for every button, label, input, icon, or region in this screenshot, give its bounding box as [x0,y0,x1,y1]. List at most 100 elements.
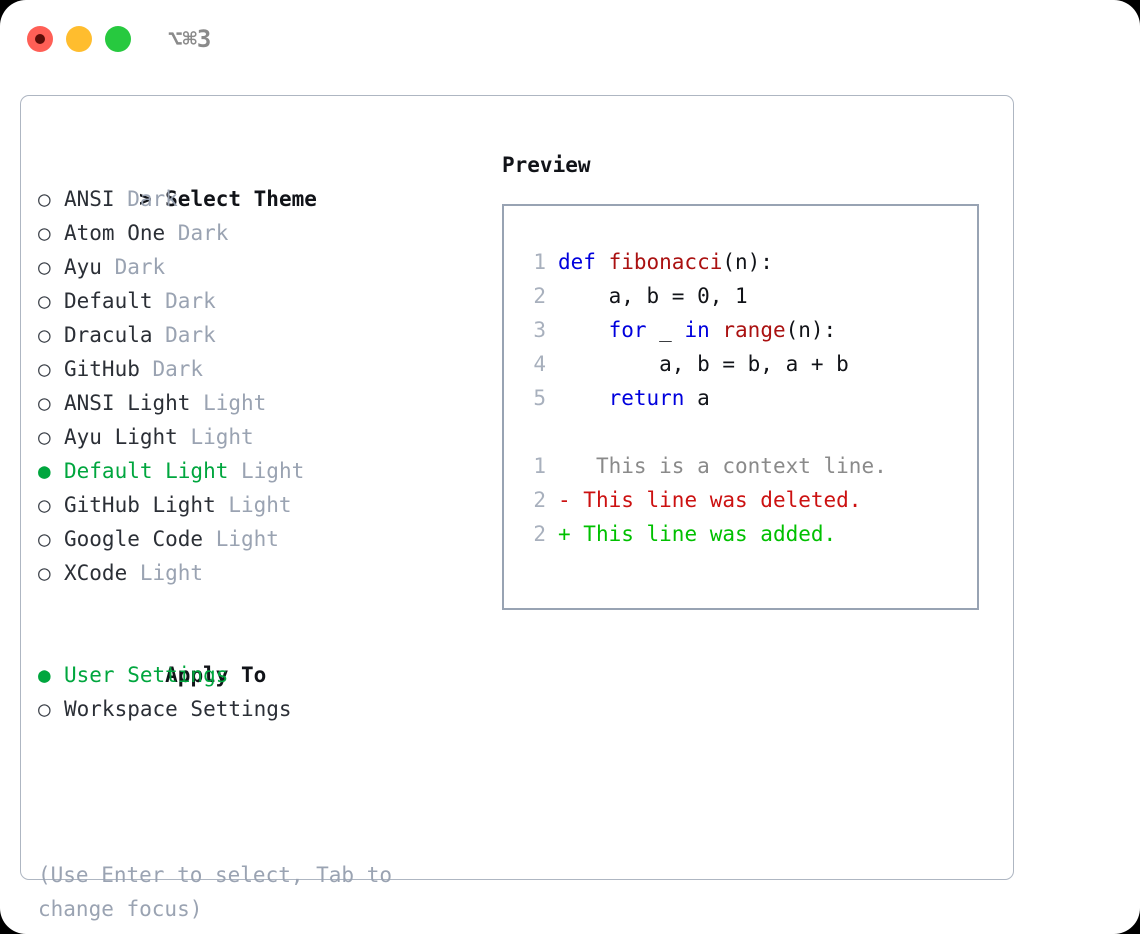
theme-variant-tag: Dark [152,323,216,347]
apply-to-heading: Apply To [38,624,478,687]
theme-name-label: Ayu [64,255,102,279]
line-number: 5 [533,386,546,410]
theme-list-item[interactable]: ○ Default Dark [38,284,478,318]
diff-sign [558,454,571,478]
theme-variant-tag: Dark [139,357,204,381]
code-blank-line [520,415,971,449]
apply-to-item[interactable]: ● User Settings [38,658,478,692]
code-token: fibonacci [608,250,723,274]
code-line: 5 return a [520,381,971,415]
radio-unselected-icon[interactable]: ○ [38,527,51,551]
theme-list: ○ ANSI Dark ○ Atom One Dark ○ Ayu Dark ○ Defaul… [38,182,478,590]
line-number: 3 [533,318,546,342]
code-line: 2 a, b = 0, 1 [520,279,971,313]
apply-to-item[interactable]: ○ Workspace Settings [38,692,478,726]
theme-list-item[interactable]: ○ Dracula Dark [38,318,478,352]
select-theme-heading: > Select Theme [38,148,478,211]
caret-icon: > [139,187,152,211]
apply-to-heading-label: Apply To [165,663,267,687]
select-theme-heading-label: Select Theme [165,187,317,211]
theme-variant-tag: Dark [101,255,166,279]
radio-selected-icon[interactable]: ● [38,663,51,687]
theme-list-item[interactable]: ○ Ayu Dark [38,250,478,284]
theme-variant-tag: Dark [152,289,216,313]
theme-name-label: Atom One [64,221,166,245]
line-number: 2 [533,522,546,546]
code-token: (n): [722,250,773,274]
line-number: 1 [533,250,546,274]
radio-unselected-icon[interactable]: ○ [38,391,51,415]
theme-list-item[interactable]: ●Default Light Light [38,454,478,488]
minimize-button-icon[interactable] [66,26,92,52]
theme-name-label: Default [64,289,153,313]
radio-unselected-icon[interactable]: ○ [38,561,51,585]
code-line: 1 def fibonacci(n): [520,245,971,279]
diff-line: 2+ This line was added. [520,517,971,551]
radio-unselected-icon[interactable]: ○ [38,493,51,517]
line-number: 1 [533,454,546,478]
theme-name-label: Default Light [64,459,229,483]
code-line: 4 a, b = b, a + b [520,347,971,381]
theme-name-label: XCode [64,561,128,585]
radio-unselected-icon[interactable]: ○ [38,255,51,279]
code-token [558,318,609,342]
code-token: def [558,250,609,274]
diff-text: This is a context line. [570,454,887,478]
line-number: 2 [533,488,546,512]
theme-name-label: GitHub Light [64,493,216,517]
radio-unselected-icon[interactable]: ○ [38,289,51,313]
radio-unselected-icon[interactable]: ○ [38,697,51,721]
theme-selection-column: > Select Theme ○ ANSI Dark ○ Atom One Dark ○ A… [38,148,478,726]
preview-title: Preview [502,153,591,177]
theme-variant-tag: Light [190,391,267,415]
theme-name-label: ANSI [64,187,115,211]
apply-to-list: ● User Settings ○ Workspace Settings [38,658,478,726]
theme-variant-tag: Light [215,493,292,517]
code-token: _ [659,318,685,342]
maximize-button-icon[interactable] [105,26,131,52]
theme-variant-tag: Dark [114,187,178,211]
window-titlebar: ⌥⌘3 [0,0,1140,78]
radio-unselected-icon[interactable]: ○ [38,425,51,449]
theme-variant-tag: Light [127,561,204,585]
theme-list-item[interactable]: ○ ANSI Dark [38,182,478,216]
code-token: a [697,386,710,410]
theme-name-label: Ayu Light [64,425,178,449]
theme-variant-tag: Dark [165,221,229,245]
diff-sign: - [558,488,571,512]
keyboard-shortcut-label: ⌥⌘3 [168,25,212,53]
code-token: in [684,318,723,342]
diff-text: This line was deleted. [570,488,862,512]
theme-list-item[interactable]: ○ GitHub Light Light [38,488,478,522]
apply-to-label: User Settings [64,663,229,687]
theme-variant-tag: Light [177,425,254,449]
theme-list-item[interactable]: ○ GitHub Dark [38,352,478,386]
line-number: 2 [533,284,546,308]
radio-unselected-icon[interactable]: ○ [38,323,51,347]
theme-list-item[interactable]: ○Google Code Light [38,522,478,556]
theme-list-item[interactable]: ○ XCode Light [38,556,478,590]
radio-unselected-icon[interactable]: ○ [38,187,51,211]
close-button-icon[interactable] [27,26,53,52]
theme-list-item[interactable]: ○ ANSI Light Light [38,386,478,420]
code-token: return [608,386,698,410]
code-token: (n): [785,318,837,342]
code-token: range [722,318,786,342]
apply-to-label: Workspace Settings [64,697,292,721]
theme-list-item[interactable]: ○ Ayu Light Light [38,420,478,454]
code-token [558,386,609,410]
theme-variant-tag: Light [203,527,279,551]
theme-name-label: Dracula [64,323,153,347]
radio-selected-icon[interactable]: ● [38,459,51,483]
radio-unselected-icon[interactable]: ○ [38,357,51,381]
theme-list-item[interactable]: ○ Atom One Dark [38,216,478,250]
theme-name-label: ANSI Light [64,391,191,415]
theme-name-label: GitHub [64,357,140,381]
diff-line: 1 This is a context line. [520,449,971,483]
radio-unselected-icon[interactable]: ○ [38,221,51,245]
code-token: a, b = 0, 1 [558,284,748,308]
code-token: for [608,318,660,342]
diff-line: 2- This line was deleted. [520,483,971,517]
